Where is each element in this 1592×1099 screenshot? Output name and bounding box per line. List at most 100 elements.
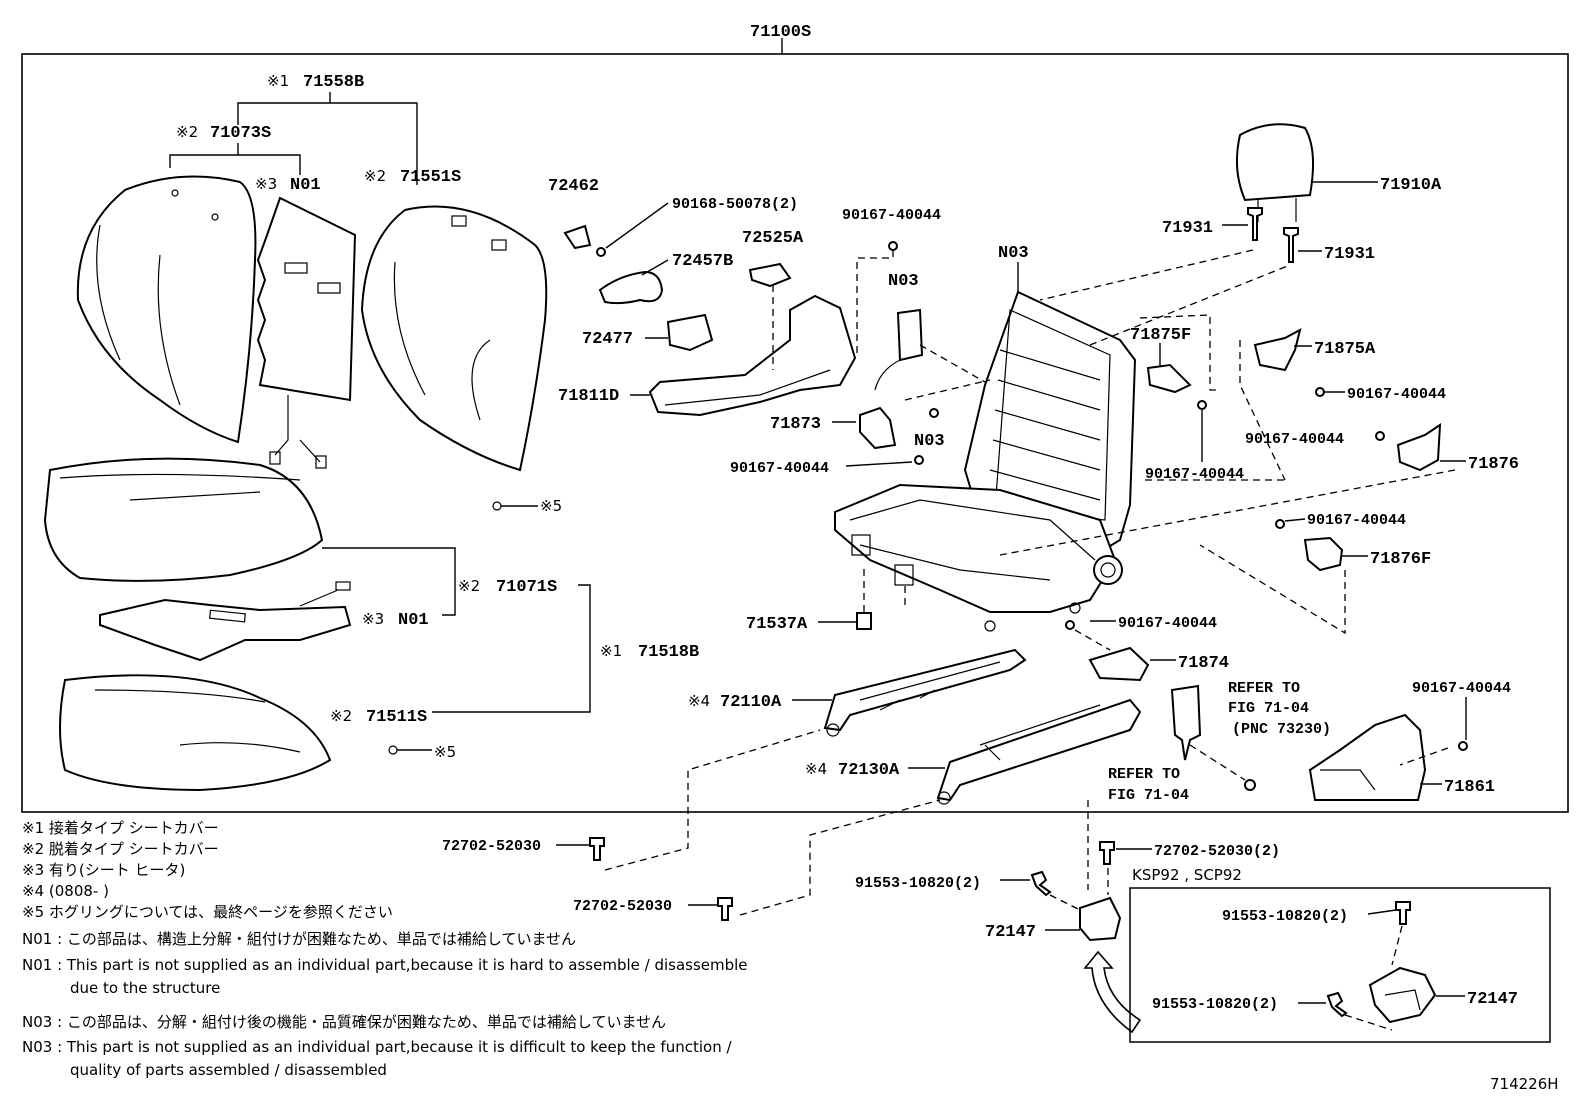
cover-71876F[interactable] xyxy=(1303,536,1344,572)
bolt-72702-c[interactable] xyxy=(1099,841,1115,865)
assembly-frame xyxy=(21,53,1569,813)
label-90167-40044-b[interactable]: 90167-40044 xyxy=(730,460,829,477)
refer-text-1b[interactable]: FIG 71-04 xyxy=(1228,700,1309,717)
refer-text-2b[interactable]: FIG 71-04 xyxy=(1108,787,1189,804)
guide-71931-right[interactable] xyxy=(1283,227,1299,263)
label-N03-c[interactable]: N03 xyxy=(914,432,945,451)
label-90167-40044-c[interactable]: 90167-40044 xyxy=(1347,386,1446,403)
guide-71931-left[interactable] xyxy=(1247,207,1263,241)
clip-72525A[interactable] xyxy=(748,262,792,288)
label-72147-a[interactable]: 72147 xyxy=(985,923,1036,942)
seatback-cover-adhesive[interactable] xyxy=(76,175,257,444)
seat-cushion-cover-upper[interactable] xyxy=(43,457,324,582)
label-72525A[interactable]: 72525A xyxy=(742,229,804,248)
note-1: ※1 接着タイプ シートカバー xyxy=(22,819,219,837)
label-72110A[interactable]: 72110A xyxy=(720,693,782,712)
seatback-cover-removable[interactable] xyxy=(360,205,548,472)
cover-71874[interactable] xyxy=(1088,646,1150,682)
label-90168-50078[interactable]: 90168-50078(2) xyxy=(672,196,798,213)
label-72702-52030-b[interactable]: 72702-52030 xyxy=(573,898,672,915)
label-71874[interactable]: 71874 xyxy=(1178,654,1229,673)
seat-track-72110A[interactable] xyxy=(823,648,1027,732)
label-72462[interactable]: 72462 xyxy=(548,177,599,196)
label-72147-b[interactable]: 72147 xyxy=(1467,990,1518,1009)
label-N03-a[interactable]: N03 xyxy=(888,272,919,291)
seat-belt-buckle[interactable] xyxy=(1170,684,1202,761)
cap-72462[interactable] xyxy=(563,224,592,250)
label-71910A[interactable]: 71910A xyxy=(1380,176,1442,195)
mark-2-71551S: ※2 xyxy=(364,167,386,185)
mark-2-71511S: ※2 xyxy=(330,707,352,725)
mark-4-72130A: ※4 xyxy=(805,760,827,778)
headrest-71910A[interactable] xyxy=(1236,123,1314,202)
label-N03-b[interactable]: N03 xyxy=(998,244,1029,263)
bolt-91553-a[interactable] xyxy=(1030,870,1052,897)
label-N01-cushion[interactable]: N01 xyxy=(398,611,429,630)
label-90167-40044-a[interactable]: 90167-40044 xyxy=(842,207,941,224)
bracket-71873[interactable] xyxy=(859,406,897,450)
harness-N03[interactable] xyxy=(896,308,924,362)
label-71073S[interactable]: 71073S xyxy=(210,124,271,143)
seat-frame[interactable] xyxy=(834,290,1137,632)
bolt-72702-a[interactable] xyxy=(589,837,605,861)
seatback-heater-pad[interactable] xyxy=(256,196,357,402)
label-71811D[interactable]: 71811D xyxy=(558,387,619,406)
refer-text-1c[interactable]: (PNC 73230) xyxy=(1232,721,1331,738)
label-71551S[interactable]: 71551S xyxy=(400,168,461,187)
label-N01-back[interactable]: N01 xyxy=(290,176,321,195)
shield-71861[interactable] xyxy=(1308,713,1427,801)
shield-71811D[interactable] xyxy=(648,294,857,417)
label-91553-10820-c[interactable]: 91553-10820(2) xyxy=(1152,996,1278,1013)
label-71511S[interactable]: 71511S xyxy=(366,708,427,727)
label-71931-right[interactable]: 71931 xyxy=(1324,245,1375,264)
bolt-72702-b[interactable] xyxy=(717,897,733,921)
mark-3-n01-cushion: ※3 xyxy=(362,610,384,628)
label-90167-40044-e[interactable]: 90167-40044 xyxy=(1245,431,1344,448)
bolt-91553-c[interactable] xyxy=(1326,991,1348,1018)
label-91553-10820-b[interactable]: 91553-10820(2) xyxy=(1222,908,1348,925)
bolt-91553-b[interactable] xyxy=(1395,901,1411,925)
label-71537A[interactable]: 71537A xyxy=(746,615,808,634)
recliner-knob-72457B[interactable] xyxy=(598,270,664,305)
model-codes: KSP92 , SCP92 xyxy=(1132,866,1242,884)
label-72477[interactable]: 72477 xyxy=(582,330,633,349)
note-n01-jp: N01 : この部品は、構造上分解・組付けが困難なため、単品では補給していません xyxy=(22,930,576,948)
note-n03-en-2: quality of parts assembled / disassemble… xyxy=(70,1061,387,1079)
note-n01-en-2: due to the structure xyxy=(70,979,220,997)
seat-cushion-cover-lower[interactable] xyxy=(59,674,332,792)
refer-text-2a[interactable]: REFER TO xyxy=(1108,766,1180,783)
label-71875F[interactable]: 71875F xyxy=(1130,326,1191,345)
label-72457B[interactable]: 72457B xyxy=(672,252,733,271)
mark-2-71071S: ※2 xyxy=(458,577,480,595)
label-71071S[interactable]: 71071S xyxy=(496,578,557,597)
bracket-72147-a[interactable] xyxy=(1079,896,1122,942)
label-90167-40044-h[interactable]: 90167-40044 xyxy=(1412,680,1511,697)
label-71100S[interactable]: 71100S xyxy=(750,23,811,42)
label-91553-10820-a[interactable]: 91553-10820(2) xyxy=(855,875,981,892)
cover-71875F[interactable] xyxy=(1146,363,1192,394)
label-72702-52030-c[interactable]: 72702-52030(2) xyxy=(1154,843,1280,860)
label-90167-40044-f[interactable]: 90167-40044 xyxy=(1307,512,1406,529)
label-90167-40044-d[interactable]: 90167-40044 xyxy=(1145,466,1244,483)
label-71876[interactable]: 71876 xyxy=(1468,455,1519,474)
cover-71876[interactable] xyxy=(1396,423,1442,472)
label-71558B[interactable]: 71558B xyxy=(303,73,364,92)
label-90167-40044-g[interactable]: 90167-40044 xyxy=(1118,615,1217,632)
mark-4-72110A: ※4 xyxy=(688,692,710,710)
label-71875A[interactable]: 71875A xyxy=(1314,340,1376,359)
cover-71875A[interactable] xyxy=(1253,328,1302,372)
clip-71537A[interactable] xyxy=(856,612,872,630)
label-71931-left[interactable]: 71931 xyxy=(1162,219,1213,238)
bracket-72147-b[interactable] xyxy=(1368,966,1437,1024)
lever-72477[interactable] xyxy=(666,313,714,352)
label-71518B[interactable]: 71518B xyxy=(638,643,699,662)
cushion-heater-pad[interactable] xyxy=(99,598,352,662)
label-72130A[interactable]: 72130A xyxy=(838,761,900,780)
label-71876F[interactable]: 71876F xyxy=(1370,550,1431,569)
seat-track-72130A[interactable] xyxy=(936,698,1142,802)
label-71861[interactable]: 71861 xyxy=(1444,778,1495,797)
refer-text-1a[interactable]: REFER TO xyxy=(1228,680,1300,697)
label-72702-52030-a[interactable]: 72702-52030 xyxy=(442,838,541,855)
label-71873[interactable]: 71873 xyxy=(770,415,821,434)
